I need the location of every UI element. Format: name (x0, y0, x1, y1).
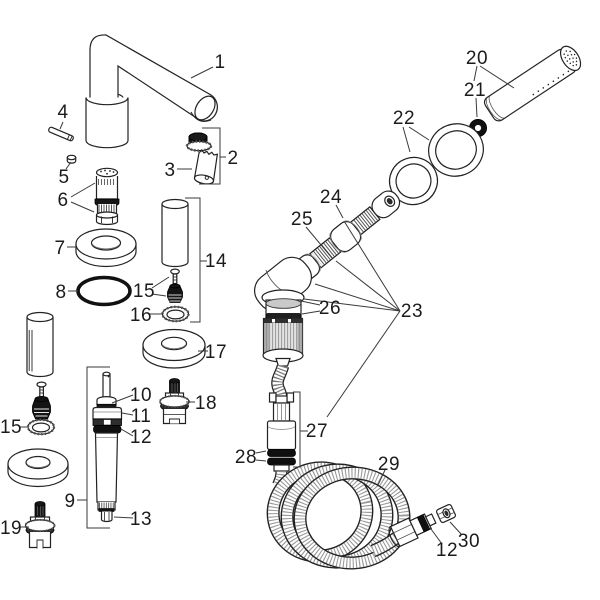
spout-base-side (85, 97, 129, 149)
spout-outlet-lip (190, 111, 212, 122)
o-rings-22 (388, 123, 484, 206)
part-label-20: 20 (466, 48, 488, 69)
hose-fitting-12 (388, 513, 437, 548)
spray-face (559, 45, 582, 72)
escutcheon-left-hole (25, 455, 51, 470)
o-ring-28-a (267, 449, 296, 457)
spray-face-nozzles (563, 50, 578, 67)
valve-18 (159, 378, 190, 425)
aerator-cap-top (188, 132, 208, 142)
part-label-15: 15 (133, 281, 155, 302)
aerator-assembly (185, 132, 219, 185)
part-label-29: 29 (378, 454, 400, 475)
screw-seal-15-right (167, 268, 183, 303)
hose-upper (271, 364, 290, 398)
connector-27-28 (266, 392, 297, 472)
part-label-2: 2 (227, 148, 238, 169)
part-label-8: 8 (55, 282, 66, 303)
spout-outlet (194, 95, 216, 121)
ring-16 (161, 305, 190, 323)
hose-coil-29 (266, 461, 411, 570)
part-label-19: 19 (0, 518, 22, 539)
spout-assembly (85, 34, 218, 149)
part-label-11: 11 (131, 406, 152, 427)
part-label-15b: 15 (0, 417, 22, 438)
nut-30 (436, 503, 456, 524)
spray-head-26 (254, 256, 312, 367)
part-label-28: 28 (235, 447, 257, 468)
bracket-9 (86, 366, 110, 529)
part-label-22: 22 (393, 108, 415, 129)
part-label-12b: 12 (436, 540, 458, 561)
valve-19 (24, 501, 56, 549)
cartridge6-cap-dots (100, 169, 115, 175)
escutcheon-7-hole (90, 235, 122, 251)
bracket-2 (199, 127, 221, 185)
head-tail (275, 357, 291, 367)
cartridge-body (94, 432, 119, 503)
part-label-16: 16 (130, 305, 152, 326)
part-label-30: 30 (458, 531, 480, 552)
body-dots (532, 70, 570, 96)
valve-cartridge-6 (94, 167, 120, 226)
part-label-17: 17 (205, 342, 227, 363)
ring-15-left (26, 418, 56, 436)
part-label-26: 26 (319, 298, 341, 319)
pin-4 (48, 126, 74, 142)
cartridge6-cap (95, 167, 119, 178)
part-labels: 1 2 3 4 5 6 7 8 9 10 11 12 13 14 15 16 1… (0, 48, 488, 561)
handle-sleeve-14 (161, 198, 189, 268)
spout-base-side-fill (86, 97, 128, 148)
part-label-14: 14 (205, 251, 227, 272)
bracket-14 (185, 197, 201, 323)
cartridge-shoulder (92, 406, 123, 420)
part-label-18: 18 (195, 393, 217, 414)
part-label-13: 13 (130, 509, 152, 530)
escutcheon-17-hole (160, 336, 188, 351)
part-label-23: 23 (401, 301, 423, 322)
aerator-flange-ribs (185, 140, 213, 152)
part-label-7: 7 (54, 238, 65, 259)
aerator-flange (186, 140, 212, 152)
fitting-o-ring (416, 514, 431, 533)
o-ring-28-b (267, 457, 296, 466)
part-label-4: 4 (57, 102, 68, 123)
leader-lines-23 (303, 220, 401, 418)
seal-15-right-black (167, 285, 183, 303)
part-label-24: 24 (320, 187, 342, 208)
leader-lines (19, 65, 515, 545)
o-ring-8 (76, 275, 132, 307)
spout-base-front-rim (85, 97, 129, 106)
hand-shower-20 (483, 45, 582, 122)
nut-5 (66, 154, 77, 164)
aerator-shell-hole (204, 175, 209, 180)
escutcheon-left (7, 448, 69, 488)
aerator-shell (193, 149, 219, 185)
part-label-21: 21 (464, 80, 486, 101)
escutcheon-7 (75, 228, 137, 268)
handle-sleeve-left (26, 311, 54, 378)
part-label-5: 5 (58, 167, 69, 188)
bracket-27 (293, 391, 301, 468)
part-label-6: 6 (57, 190, 68, 211)
part-label-25: 25 (291, 209, 313, 230)
part-label-9: 9 (64, 491, 75, 512)
part-label-3: 3 (164, 160, 175, 181)
o-ring-12-center (93, 425, 122, 434)
screw-seal-15-left (32, 381, 51, 420)
part-label-10: 10 (130, 385, 152, 406)
part-label-27: 27 (306, 421, 328, 442)
escutcheon-17 (142, 328, 206, 369)
cartridge-9 (92, 371, 123, 523)
part-label-1: 1 (214, 52, 225, 73)
part-label-12: 12 (130, 427, 152, 448)
